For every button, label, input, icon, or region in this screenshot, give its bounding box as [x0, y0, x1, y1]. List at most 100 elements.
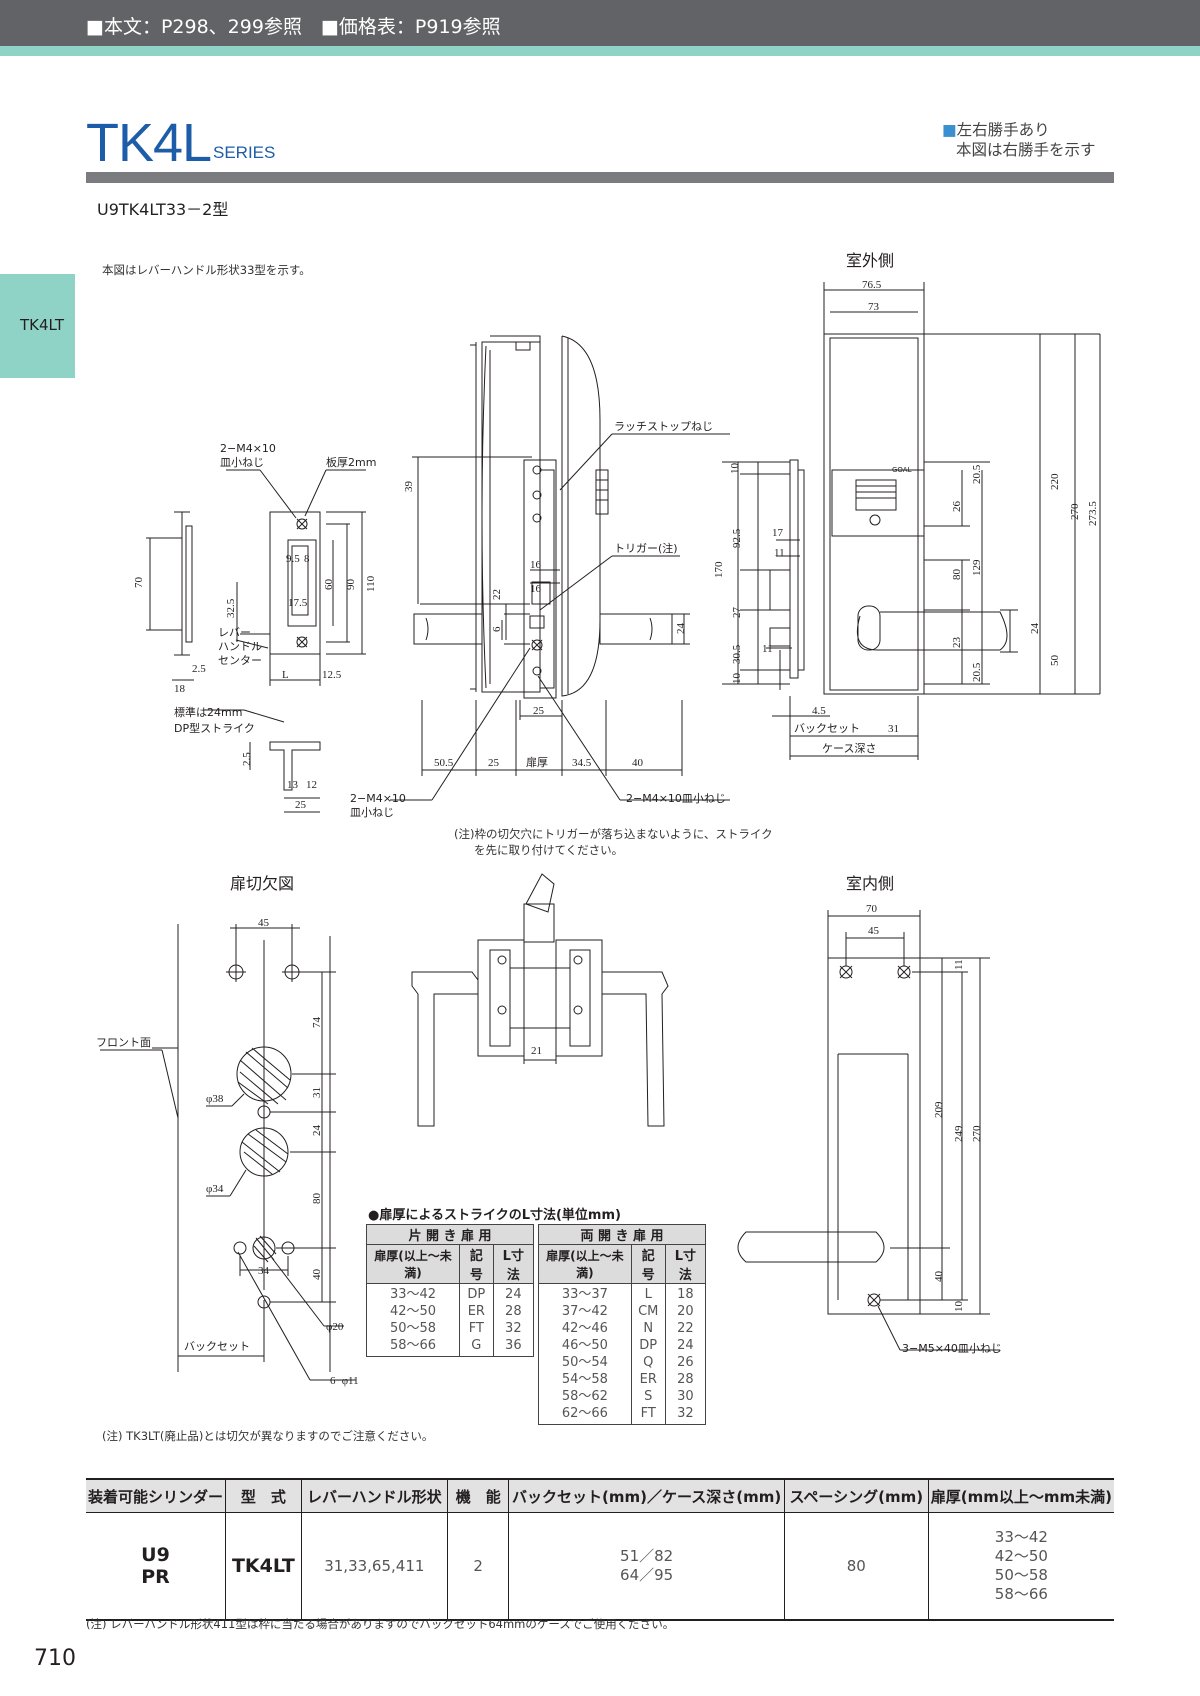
dim-12: 12 [306, 779, 317, 791]
side-tab-label: TK4LT [20, 316, 64, 334]
dim-60: 60 [323, 579, 335, 591]
dim-40: 40 [632, 757, 644, 769]
brand-logo: GOAL [892, 466, 912, 474]
phi-34-label: φ34 [206, 1183, 224, 1195]
door-thickness-label: 扉厚 [526, 756, 548, 769]
col-spacing: スペーシング(mm) [783, 1478, 929, 1513]
cylinder-cell: U9 PR [86, 1512, 226, 1621]
dim-8: 8 [304, 553, 310, 565]
dp-strike-label: DP型ストライク [174, 721, 255, 735]
dim-25: 25 [533, 705, 545, 717]
dim-23: 23 [951, 637, 963, 649]
single-door-table: 片 開 き 扉 用 扉厚(以上〜未満) 記号 L寸法 33〜42 42〜50 5… [365, 1224, 535, 1357]
title-rule [86, 172, 1114, 183]
outside-title: 室外側 [846, 251, 894, 270]
section-screws-left-2: 皿小ねじ [350, 806, 394, 819]
dim-129: 129 [971, 559, 983, 576]
dim-110: 110 [365, 575, 377, 592]
phi-20-label: φ20 [326, 1321, 344, 1333]
trigger-label: トリガー(注) [614, 541, 678, 555]
dim-2-5: 2.5 [192, 663, 206, 675]
hand-note: ■左右勝手あり 本図は右勝手を示す [942, 120, 1096, 160]
bottom-note: (注) レバーハンドル形状411型は枠に当たる場合がありますのでバックセット64… [86, 1617, 675, 1631]
lock-section-drawing [390, 335, 730, 801]
dim-10: 10 [953, 1301, 965, 1313]
inside-screws-label: 3−M5×40皿小ねじ [902, 1342, 1002, 1355]
strike-drawing [146, 469, 366, 813]
col-door-thickness: 扉厚(以上〜未満) [538, 1244, 632, 1284]
dim-32-5: 32.5 [225, 598, 237, 618]
dim-50: 50 [1049, 655, 1061, 667]
dim-11: 11 [953, 959, 965, 970]
door-cutout-drawing [100, 924, 356, 1381]
front-face-label: フロント面 [96, 1036, 151, 1049]
col-lever: レバーハンドル形状 [300, 1478, 448, 1513]
double-door-title: 両 開 き 扉 用 [538, 1224, 706, 1245]
dim-6: 6 [491, 626, 503, 632]
dim-270: 270 [1069, 503, 1081, 520]
series-suffix: SERIES [213, 143, 276, 162]
cutout-title: 扉切欠図 [230, 874, 294, 893]
dim-13: 13 [287, 779, 299, 791]
dim-16-b: 16 [530, 583, 542, 595]
dim-73: 73 [868, 301, 880, 313]
col-l: L寸法 [492, 1244, 535, 1284]
dim-9-5: 9.5 [286, 553, 300, 565]
reference-text: ■本文：P298、299参照 ■価格表：P919参照 [86, 16, 501, 38]
dim-10: 10 [729, 463, 741, 475]
lever-cell: 31,33,65,411 [300, 1512, 448, 1621]
strike-screws-label: 2−M4×10 [220, 442, 276, 455]
model-number: U9TK4LT33－2型 [97, 200, 229, 219]
latch-stop-screw-label: ラッチストップねじ [614, 420, 713, 433]
strike-table-title: ●扉厚によるストライクのL寸法(単位mm) [368, 1208, 621, 1223]
double-door-values: 33〜37 37〜42 42〜46 46〜50 50〜54 54〜58 58〜6… [538, 1283, 632, 1425]
lock-section-labels: ラッチストップねじ トリガー(注) 39 16 16 22 6 24 25 50… [350, 420, 726, 819]
side-tab[interactable] [0, 274, 75, 378]
lever-center-label-1: レバー [218, 626, 251, 639]
dim-12-5: 12.5 [322, 669, 342, 681]
dim-40: 40 [933, 1271, 945, 1283]
square-bullet-icon: ■ [942, 121, 957, 139]
backset-label: バックセット [794, 722, 860, 735]
plate-thickness-label: 板厚2mm [326, 455, 376, 469]
inside-title: 室内側 [846, 874, 894, 893]
top-view-drawing [411, 873, 669, 1127]
header-bar [0, 0, 1200, 46]
trigger-note-line-2: を先に取り付けてください。 [474, 843, 624, 857]
dim-31: 31 [888, 723, 899, 735]
dim-50-5: 50.5 [434, 757, 454, 769]
header-accent-stripe [0, 46, 1200, 56]
dim-24: 24 [1029, 623, 1041, 635]
col-code: 記号 [630, 1244, 666, 1284]
single-code-values: DP ER FT G [459, 1283, 494, 1357]
dim-17-5: 17.5 [288, 597, 308, 609]
spacing-cell: 80 [783, 1512, 929, 1621]
inside-view-drawing [737, 910, 1000, 1351]
dim-16: 16 [530, 559, 542, 571]
lever-center-label-2: ハンドル [218, 640, 262, 653]
dim-220: 220 [1049, 473, 1061, 490]
dim-92-5: 92.5 [731, 528, 743, 548]
strike-labels: 2−M4×10 皿小ねじ 板厚2mm 70 32.5 2.5 18 L 12.5… [133, 442, 377, 811]
dim-24: 24 [311, 1125, 323, 1137]
double-door-table: 両 開 き 扉 用 扉厚(以上〜未満) 記号 L寸法 33〜37 37〜42 4… [538, 1224, 707, 1425]
phi-38-label: φ38 [206, 1093, 224, 1105]
dim-70: 70 [133, 577, 145, 589]
strike-screws-type-label: 皿小ねじ [220, 456, 264, 469]
trigger-note-line-1: (注)枠の切欠穴にトリガーが落ち込まないように、ストライク [454, 827, 773, 841]
single-door-title: 片 開 き 扉 用 [366, 1224, 534, 1245]
dim-30-5: 30.5 [731, 644, 743, 664]
door-thickness-cell: 33〜42 42〜50 50〜58 58〜66 [927, 1512, 1114, 1621]
dim-26: 26 [951, 501, 963, 513]
top-view-labels: 21 [531, 1045, 542, 1057]
dim-45: 45 [868, 925, 880, 937]
dim-25-b: 25 [488, 757, 500, 769]
inside-view-labels: 室内側 70 45 11 209 249 270 40 10 3−M5×40皿小… [846, 874, 1002, 1355]
dim-74: 74 [311, 1017, 323, 1029]
dim-34: 34 [258, 1265, 270, 1277]
cutout-backset-label: バックセット [184, 1340, 250, 1353]
dim-76-5: 76.5 [862, 279, 882, 291]
dim-31: 31 [311, 1087, 323, 1098]
dim-170: 170 [713, 561, 725, 578]
dim-80: 80 [951, 569, 963, 581]
